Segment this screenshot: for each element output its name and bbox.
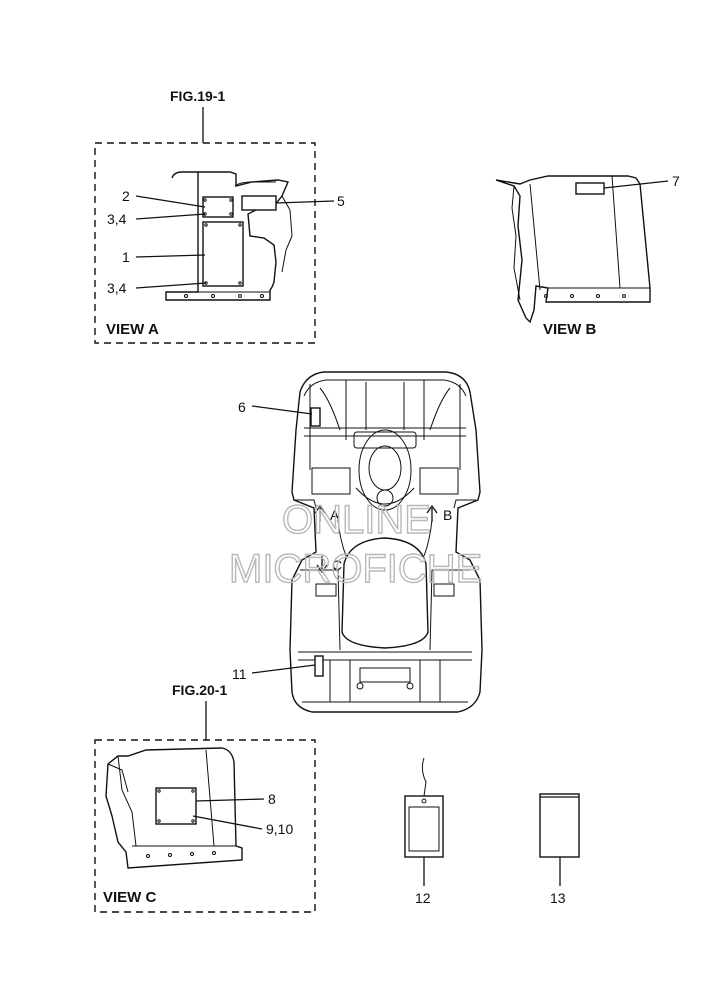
callout-3-4-lower: 3,4: [107, 280, 127, 296]
callout-11: 11: [232, 666, 247, 682]
callout-5: 5: [337, 193, 345, 209]
label-11-location: [314, 655, 324, 677]
arrow-b-label: B: [443, 507, 452, 523]
view-b-title: VIEW B: [543, 321, 597, 338]
watermark-line-1: ONLINE: [282, 498, 431, 542]
callout-6: 6: [238, 399, 246, 415]
fig-19-label: FIG.19-1: [170, 88, 225, 104]
view-a-title: VIEW A: [106, 321, 159, 338]
label-5-decal: [241, 195, 277, 211]
view-b-group: 7 VIEW B: [495, 173, 680, 338]
callout-9-10: 9,10: [266, 821, 293, 837]
callout-3-4-upper: 3,4: [107, 211, 127, 227]
callout-12: 12: [415, 890, 431, 906]
label-6-location: [310, 407, 321, 427]
item-13-bag: 13: [539, 793, 580, 906]
label-7-decal: [575, 182, 605, 195]
callout-8: 8: [268, 791, 276, 807]
callout-1: 1: [122, 249, 130, 265]
view-a-group: FIG.19-1 2 3,4 1: [94, 88, 345, 344]
label-2-decal: [202, 196, 234, 218]
view-c-title: VIEW C: [103, 889, 157, 906]
watermark-line-2: MICROFICHE: [229, 547, 482, 591]
view-c-group: FIG.20-1 8 9,10 VIEW C: [94, 682, 316, 913]
label-8-decal: [155, 787, 197, 825]
watermark: ONLINE MICROFICHE: [228, 497, 483, 591]
atv-top-view: A B C: [289, 371, 483, 713]
callout-13: 13: [550, 890, 566, 906]
label-1-decal: [202, 221, 244, 287]
arrow-a-label: A: [330, 507, 340, 523]
callout-7: 7: [672, 173, 680, 189]
callout-2: 2: [122, 188, 130, 204]
arrow-c-label: C: [332, 557, 342, 573]
item-12-tag: 12: [404, 757, 444, 906]
fig-20-label: FIG.20-1: [172, 682, 227, 698]
view-a-frame: [94, 142, 316, 344]
view-c-frame: [94, 739, 316, 913]
